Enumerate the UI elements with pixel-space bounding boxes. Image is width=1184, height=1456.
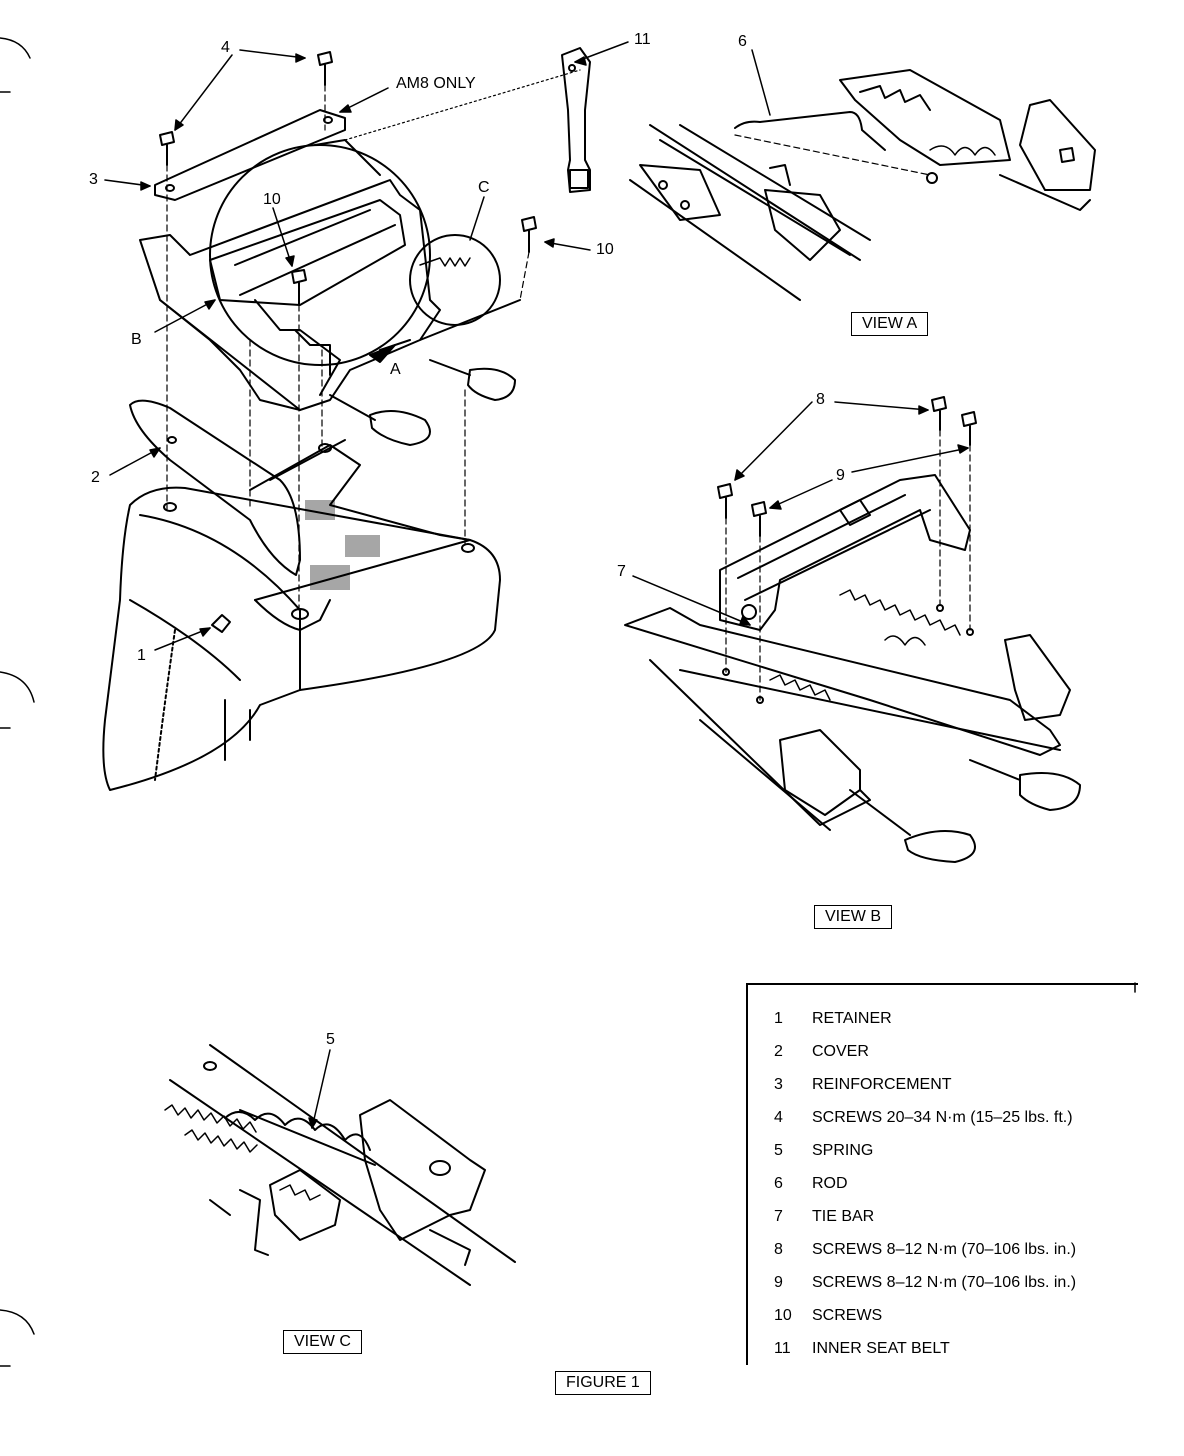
reinforcement xyxy=(154,109,346,201)
figure-label: FIGURE 1 xyxy=(555,1371,651,1395)
legend-row: 8 SCREWS 8–12 N·m (70–106 lbs. in.) xyxy=(774,1241,1076,1259)
spring xyxy=(224,1111,371,1151)
cushion-mesh xyxy=(305,500,380,590)
screw-4b xyxy=(159,131,175,166)
legend-num: 7 xyxy=(774,1208,783,1225)
legend-num: 4 xyxy=(774,1109,783,1126)
tie-bar xyxy=(719,474,971,631)
side-handle xyxy=(467,367,516,401)
legend-row: 10 SCREWS xyxy=(774,1307,882,1325)
callout-b: B xyxy=(131,331,142,348)
legend-row: 3 REINFORCEMENT xyxy=(774,1076,952,1094)
screw-4a xyxy=(317,51,333,86)
legend-num: 3 xyxy=(774,1076,783,1093)
legend-label: REINFORCEMENT xyxy=(812,1076,952,1093)
screw-9a xyxy=(961,411,977,446)
view-a-detail xyxy=(629,69,1096,301)
screw-8a xyxy=(931,396,947,431)
cover xyxy=(129,399,301,576)
legend-label: SCREWS 8–12 N·m (70–106 lbs. in.) xyxy=(812,1241,1077,1258)
leader-lines-view-b xyxy=(632,401,969,626)
legend-num: 11 xyxy=(774,1340,791,1357)
callout-3: 3 xyxy=(89,171,98,188)
view-a-label: VIEW A xyxy=(851,312,929,336)
callout-2: 2 xyxy=(91,469,100,486)
legend-label: INNER SEAT BELT xyxy=(812,1340,950,1357)
detail-circle-b xyxy=(209,144,431,366)
screw-9b xyxy=(751,501,767,537)
legend-num: 5 xyxy=(774,1142,783,1159)
view-b-detail xyxy=(624,396,1081,863)
legend-label: SCREWS xyxy=(812,1307,883,1324)
legend-num: 6 xyxy=(774,1175,783,1192)
screw-10b xyxy=(521,216,537,253)
legend-label: SCREWS 8–12 N·m (70–106 lbs. in.) xyxy=(812,1274,1077,1291)
callout-10-right: 10 xyxy=(596,241,614,258)
legend-num: 8 xyxy=(774,1241,783,1258)
legend-row: 6 ROD xyxy=(774,1175,848,1193)
main-exploded-view xyxy=(102,47,591,791)
callout-9: 9 xyxy=(836,467,845,484)
callout-7: 7 xyxy=(617,563,626,580)
retainer xyxy=(211,614,231,633)
callout-10-left: 10 xyxy=(263,191,281,208)
margin-marks xyxy=(0,37,35,1367)
legend-num: 9 xyxy=(774,1274,783,1291)
callout-c: C xyxy=(478,179,490,196)
screw-10a xyxy=(291,269,307,306)
view-b-label: VIEW B xyxy=(814,905,893,929)
callout-4: 4 xyxy=(221,39,230,56)
legend-num: 10 xyxy=(774,1307,792,1324)
leader-lines-main xyxy=(104,41,629,651)
callout-5: 5 xyxy=(326,1031,335,1048)
screw-8b xyxy=(717,483,733,519)
legend-label: ROD xyxy=(812,1175,848,1192)
legend-row: 1 RETAINER xyxy=(774,1010,892,1028)
legend-label: COVER xyxy=(812,1043,869,1060)
legend-label: SPRING xyxy=(812,1142,874,1159)
legend-row: 11 INNER SEAT BELT xyxy=(774,1340,950,1358)
legend-row: 5 SPRING xyxy=(774,1142,873,1160)
inner-seat-belt xyxy=(561,47,591,193)
legend-row: 4 SCREWS 20–34 N·m (15–25 lbs. ft.) xyxy=(774,1109,1073,1127)
callout-a: A xyxy=(390,361,401,378)
callout-1: 1 xyxy=(137,647,146,664)
legend-label: TIE BAR xyxy=(812,1208,875,1225)
leader-5 xyxy=(311,1049,331,1129)
leader-6 xyxy=(751,49,771,116)
detail-circle-c xyxy=(409,234,501,326)
callout-11: 11 xyxy=(634,31,651,48)
callout-am8-only: AM8 ONLY xyxy=(396,75,476,92)
legend-num: 1 xyxy=(774,1010,783,1027)
view-c-label: VIEW C xyxy=(283,1330,362,1354)
legend-row: 7 TIE BAR xyxy=(774,1208,874,1226)
front-handle xyxy=(369,410,431,446)
seat-cushion xyxy=(102,486,501,791)
legend-label: RETAINER xyxy=(812,1010,892,1027)
legend-num: 2 xyxy=(774,1043,783,1060)
legend-row: 9 SCREWS 8–12 N·m (70–106 lbs. in.) xyxy=(774,1274,1076,1292)
legend-label: SCREWS 20–34 N·m (15–25 lbs. ft.) xyxy=(812,1109,1073,1126)
legend-row: 2 COVER xyxy=(774,1043,869,1061)
view-c-detail xyxy=(164,1044,516,1286)
callout-6: 6 xyxy=(738,33,747,50)
view-b-front-handle xyxy=(904,830,976,863)
rod xyxy=(734,111,886,151)
view-b-side-handle xyxy=(1019,772,1081,811)
callout-8: 8 xyxy=(816,391,825,408)
